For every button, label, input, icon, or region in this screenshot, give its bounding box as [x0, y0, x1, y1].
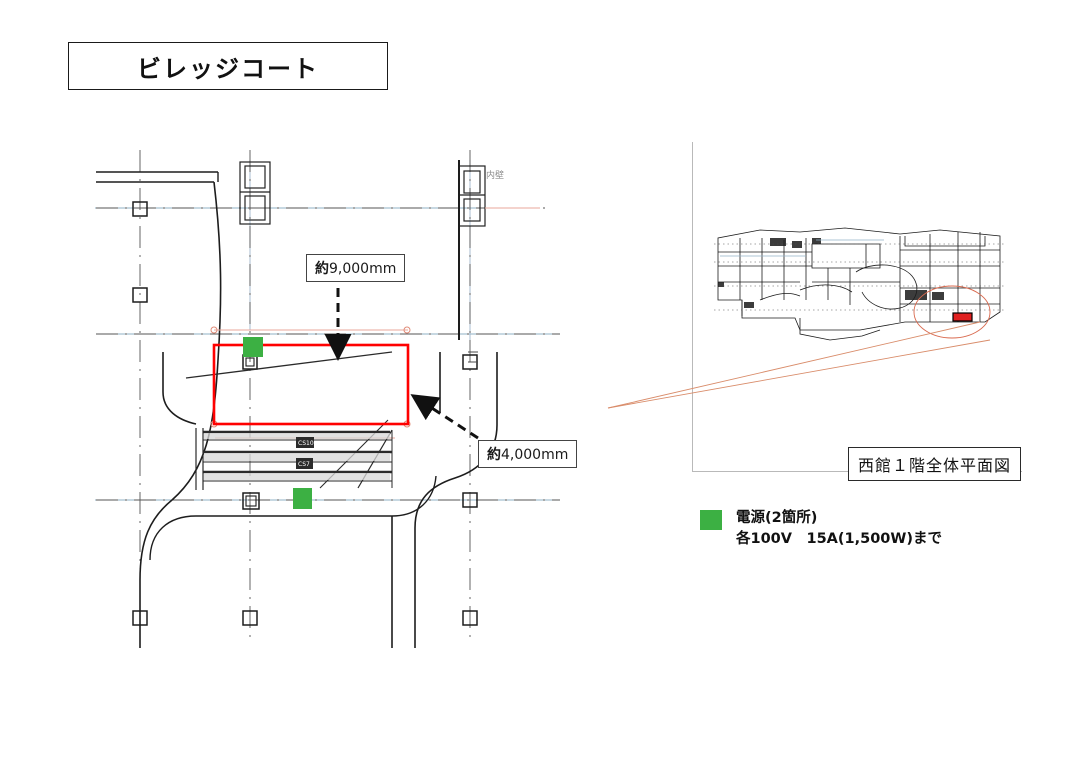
legend: 電源(2箇所) 各100V 15A(1,500W)まで: [700, 508, 942, 550]
dimension-callout-depth: 約4,000mm: [478, 440, 578, 468]
legend-power-swatch: [700, 510, 722, 530]
callout-prefix-width: 約: [315, 261, 329, 277]
location-circle: [913, 285, 991, 339]
legend-line-2: 各100V 15A(1,500W)まで: [736, 531, 943, 548]
right-panel-left-border: [692, 142, 693, 472]
dimension-callout-width: 約9,000mm: [306, 254, 406, 282]
power-outlet-marker-1: [243, 337, 263, 357]
callout-value-width: 9,000mm: [329, 261, 397, 277]
floor-plan-caption: 西館１階全体平面図: [848, 447, 1022, 481]
location-highlight-marker: [952, 312, 973, 322]
svg-text:CS7: CS7: [298, 461, 310, 468]
page-title: ビレッジコート: [137, 54, 319, 83]
legend-line-1: 電源(2箇所): [736, 510, 818, 526]
svg-text:CS10: CS10: [298, 440, 314, 447]
power-outlet-marker-2: [293, 488, 312, 509]
depth-leader-arrow: [410, 394, 479, 440]
legend-text: 電源(2箇所) 各100V 15A(1,500W)まで: [736, 508, 942, 550]
sheet-title-box: ビレッジコート: [68, 42, 388, 90]
callout-prefix-depth: 約: [487, 447, 501, 463]
svg-text:内壁: 内壁: [486, 169, 504, 181]
callout-value-depth: 4,000mm: [501, 447, 569, 463]
leader-wedge: [607, 321, 991, 409]
